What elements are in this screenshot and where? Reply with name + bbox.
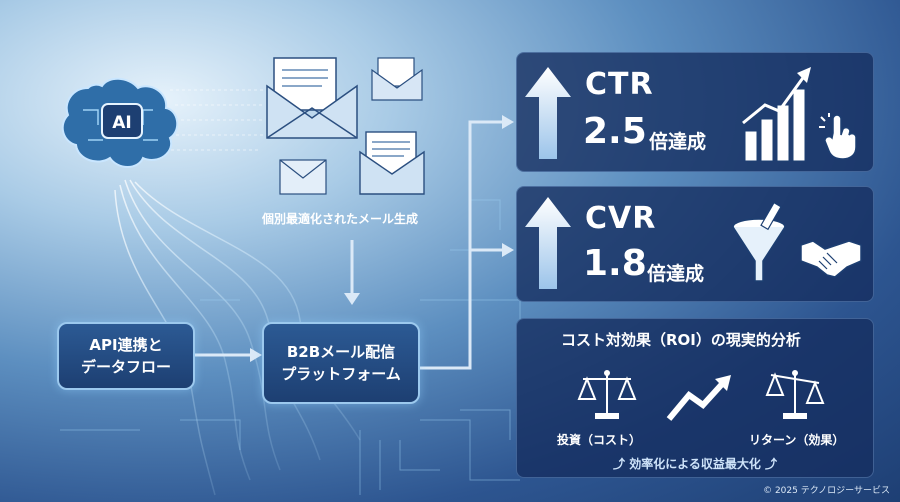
funnel-icon: [732, 201, 786, 282]
envelope-icon: [279, 159, 327, 195]
data-lines: [165, 89, 265, 151]
envelope-icon: [359, 131, 425, 195]
sparkle-icon: ⤴: [613, 457, 630, 471]
bar-chart-icon: [742, 67, 811, 162]
arrow-up-icon: [525, 67, 571, 159]
cursor-hand-icon: [819, 113, 857, 160]
ctr-card: CTR 2.5 倍達成: [516, 52, 874, 172]
roi-return-label: リターン（効果）: [749, 433, 845, 447]
envelope-icon: [371, 57, 423, 101]
platform-box: B2Bメール配信 プラットフォーム: [262, 322, 420, 404]
brain-icon: AI: [61, 77, 179, 168]
api-box-line1: API連携と: [89, 336, 163, 354]
cvr-suffix: 倍達成: [647, 263, 705, 285]
api-box-line2: データフロー: [80, 358, 171, 376]
sparkle-icon: ⤴: [760, 457, 778, 471]
envelope-icon: [266, 57, 358, 139]
roi-bottom-text: 効率化による収益最大化: [629, 457, 761, 471]
ctr-value: 2.5: [583, 111, 647, 152]
arrow-heads: [250, 115, 514, 362]
flow-arrows: [195, 120, 505, 370]
roi-bottom-caption: ⤴ 効率化による収益最大化 ⤴: [613, 455, 777, 472]
cvr-card: CVR 1.8 倍達成: [516, 186, 874, 302]
ctr-suffix: 倍達成: [649, 131, 707, 153]
ctr-label: CTR: [585, 67, 654, 102]
platform-box-line2: プラットフォーム: [281, 365, 401, 383]
footer-copyright: © 2025 テクノロジーサービス: [763, 486, 890, 496]
handshake-icon: [800, 240, 862, 278]
roi-card: コスト対効果（ROI）の現実的分析 投資（コスト） リターン（効果） ⤴ 効率化…: [516, 318, 874, 478]
platform-box-line1: B2Bメール配信: [286, 343, 396, 361]
api-box: API連携と データフロー: [57, 322, 195, 390]
email-caption: 個別最適化されたメール生成: [262, 212, 419, 226]
scale-icon: [765, 370, 825, 419]
cvr-value: 1.8: [583, 243, 647, 284]
roi-investment-label: 投資（コスト）: [557, 433, 642, 447]
email-envelopes: [266, 57, 425, 195]
scale-icon: [577, 370, 637, 419]
trend-arrow-icon: [666, 375, 731, 421]
arrow-up-icon: [525, 197, 571, 289]
cvr-label: CVR: [585, 201, 657, 236]
roi-title: コスト対効果（ROI）の現実的分析: [561, 331, 801, 349]
ai-badge: AI: [112, 113, 131, 133]
